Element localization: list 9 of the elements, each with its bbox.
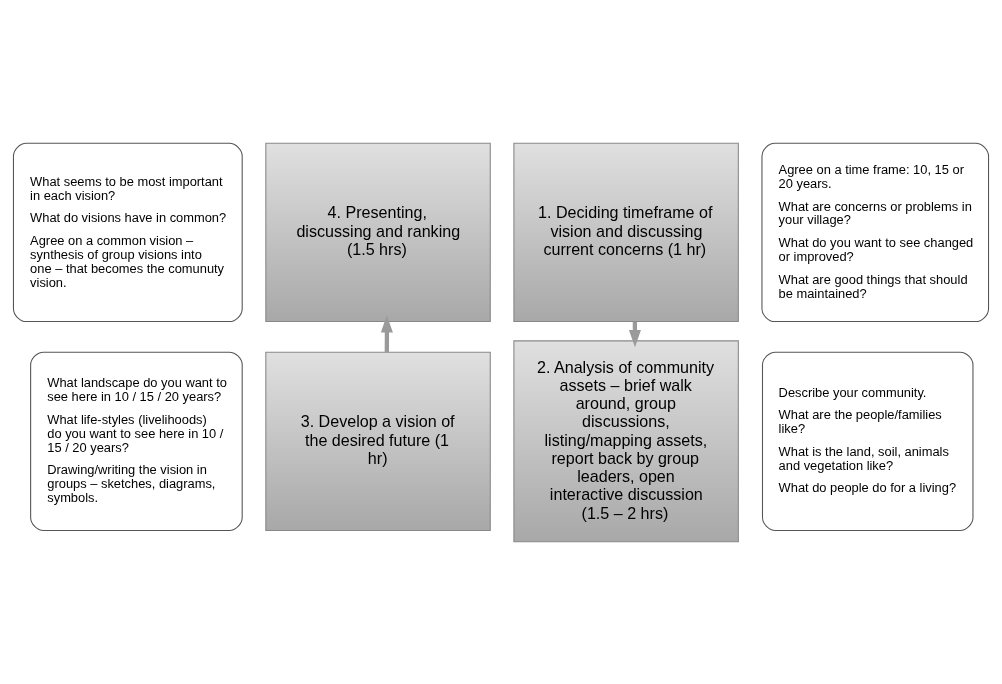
node-box: Describe your community. What are the people/families like? What is the land, soil, animals and vegetation like? What do people do for a living? bbox=[761, 351, 974, 531]
node-box: 1. Deciding timeframe of vision and discussing current concerns (1 hr) bbox=[513, 142, 739, 322]
node-box: 2. Analysis of community assets – brief walk around, group discussions, listing/mapping assets, report back by group leaders, open interactive discussion (1.5 – 2 hrs) bbox=[513, 339, 739, 542]
node-box: 4. Presenting, discussing and ranking (1.5 hrs) bbox=[265, 142, 491, 322]
node-box: Agree on a time frame: 10, 15 or 20 years. What are concerns or problems in your village? What do you want to see changed or improved? What are good things that should be maintained? bbox=[761, 142, 990, 322]
node-box: 3. Develop a vision of the desired future (1 hr) bbox=[265, 351, 491, 531]
node-box: What landscape do you want to see here in 10 / 15 / 20 years? What life-styles (livelihoods) do you want to see here in 10 / 15 / 20 years? Drawing/writing the vision in groups – sketches, diagrams, symbols. bbox=[30, 351, 243, 531]
arrow bbox=[380, 314, 393, 352]
node-box: What seems to be most important in each vision? What do visions have in common? Agree on a common vision – synthesis of group visions into one – that becomes the comunuty vision. bbox=[12, 142, 243, 322]
